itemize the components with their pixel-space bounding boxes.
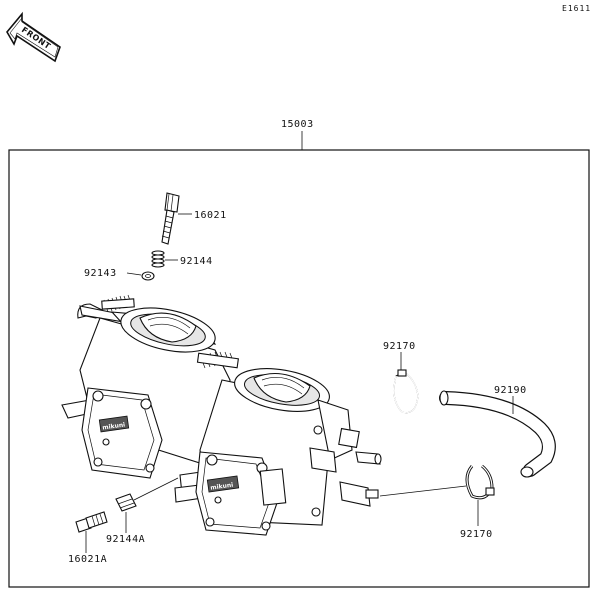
brand-left: mikuni <box>102 421 126 431</box>
oring-92143-icon <box>141 271 155 281</box>
front-arrow-icon: FRONT <box>6 11 61 63</box>
clamp-92170-lower-icon <box>465 464 495 500</box>
middle-spring-icon <box>196 351 239 369</box>
brand-right: mikuni <box>210 482 234 492</box>
label-92170-lower: 92170 <box>460 529 493 540</box>
label-92144a: 92144A <box>106 534 145 545</box>
screw-16021a-icon <box>75 511 108 533</box>
screw-16021-icon <box>161 192 180 245</box>
spring-92144a-icon <box>115 493 137 512</box>
diagram-code: E1611 <box>562 4 591 13</box>
label-92170-upper: 92170 <box>383 341 416 352</box>
assembly-label: 15003 <box>281 119 314 130</box>
label-16021a: 16021A <box>68 554 107 565</box>
label-92143: 92143 <box>84 268 117 279</box>
label-92190: 92190 <box>494 385 527 396</box>
label-16021: 16021 <box>194 210 227 221</box>
clamp-92170-upper-icon <box>393 369 419 414</box>
spring-92144-icon <box>151 250 165 268</box>
label-92144: 92144 <box>180 256 213 267</box>
assembly-frame <box>8 149 590 588</box>
hose-92190-icon <box>439 390 556 478</box>
carburetor-assembly-icon: mikuni mikuni <box>61 294 382 536</box>
